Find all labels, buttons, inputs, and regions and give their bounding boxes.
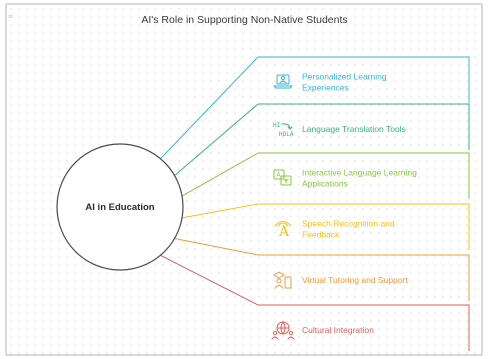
svg-text:A: A: [277, 172, 282, 179]
corner-mark: do: [8, 14, 14, 20]
branch-outline: [258, 254, 470, 301]
item-label: Interactive Language Learning: [302, 168, 417, 178]
hub-node: AI in Education: [56, 143, 184, 271]
branch-outline: [258, 152, 470, 199]
branch-item: Cultural Integration: [258, 304, 470, 351]
svg-text:HI: HI: [273, 122, 281, 129]
connector-line: [181, 203, 259, 219]
branch-item: Virtual Tutoring and Support: [258, 254, 470, 301]
connector-lines: [160, 56, 259, 306]
item-label: Cultural Integration: [302, 325, 374, 335]
svg-text:A: A: [278, 224, 290, 240]
translate-hi-hola-icon: HI HOLA: [273, 122, 294, 138]
diagram-title: AI's Role in Supporting Non-Native Stude…: [141, 14, 348, 26]
hub-label: AI in Education: [85, 202, 154, 213]
item-label: Language Translation Tools: [302, 124, 406, 134]
item-label: Experiences: [302, 83, 349, 93]
item-label: Applications: [302, 179, 348, 189]
item-label: Personalized Learning: [302, 72, 387, 82]
connector-line: [174, 238, 259, 256]
branch-outline: [258, 203, 470, 250]
item-label: Virtual Tutoring and Support: [302, 275, 408, 285]
connector-line: [174, 103, 259, 176]
graduate-phone-icon: [273, 271, 292, 289]
branch-outline: [258, 304, 470, 351]
connector-line: [160, 56, 259, 160]
connector-line: [181, 152, 259, 197]
diagram-frame: [5, 3, 483, 356]
branch-outline: [258, 56, 470, 103]
hub-circle: [56, 143, 184, 271]
item-label: Feedback: [302, 230, 340, 240]
branch-item: HI HOLA Language Translation Tools: [258, 103, 470, 150]
globe-people-icon: [271, 321, 295, 340]
laptop-person-icon: [273, 74, 293, 89]
item-label: Speech Recognition and: [302, 219, 395, 229]
translate-chat-icon: A: [273, 169, 292, 186]
branch-outline: [258, 103, 470, 150]
svg-text:HOLA: HOLA: [279, 131, 294, 138]
branch-item: A Interactive Language LearningApplicatio…: [258, 152, 470, 199]
connector-line: [160, 254, 259, 306]
speech-letter-icon: A: [274, 221, 292, 240]
